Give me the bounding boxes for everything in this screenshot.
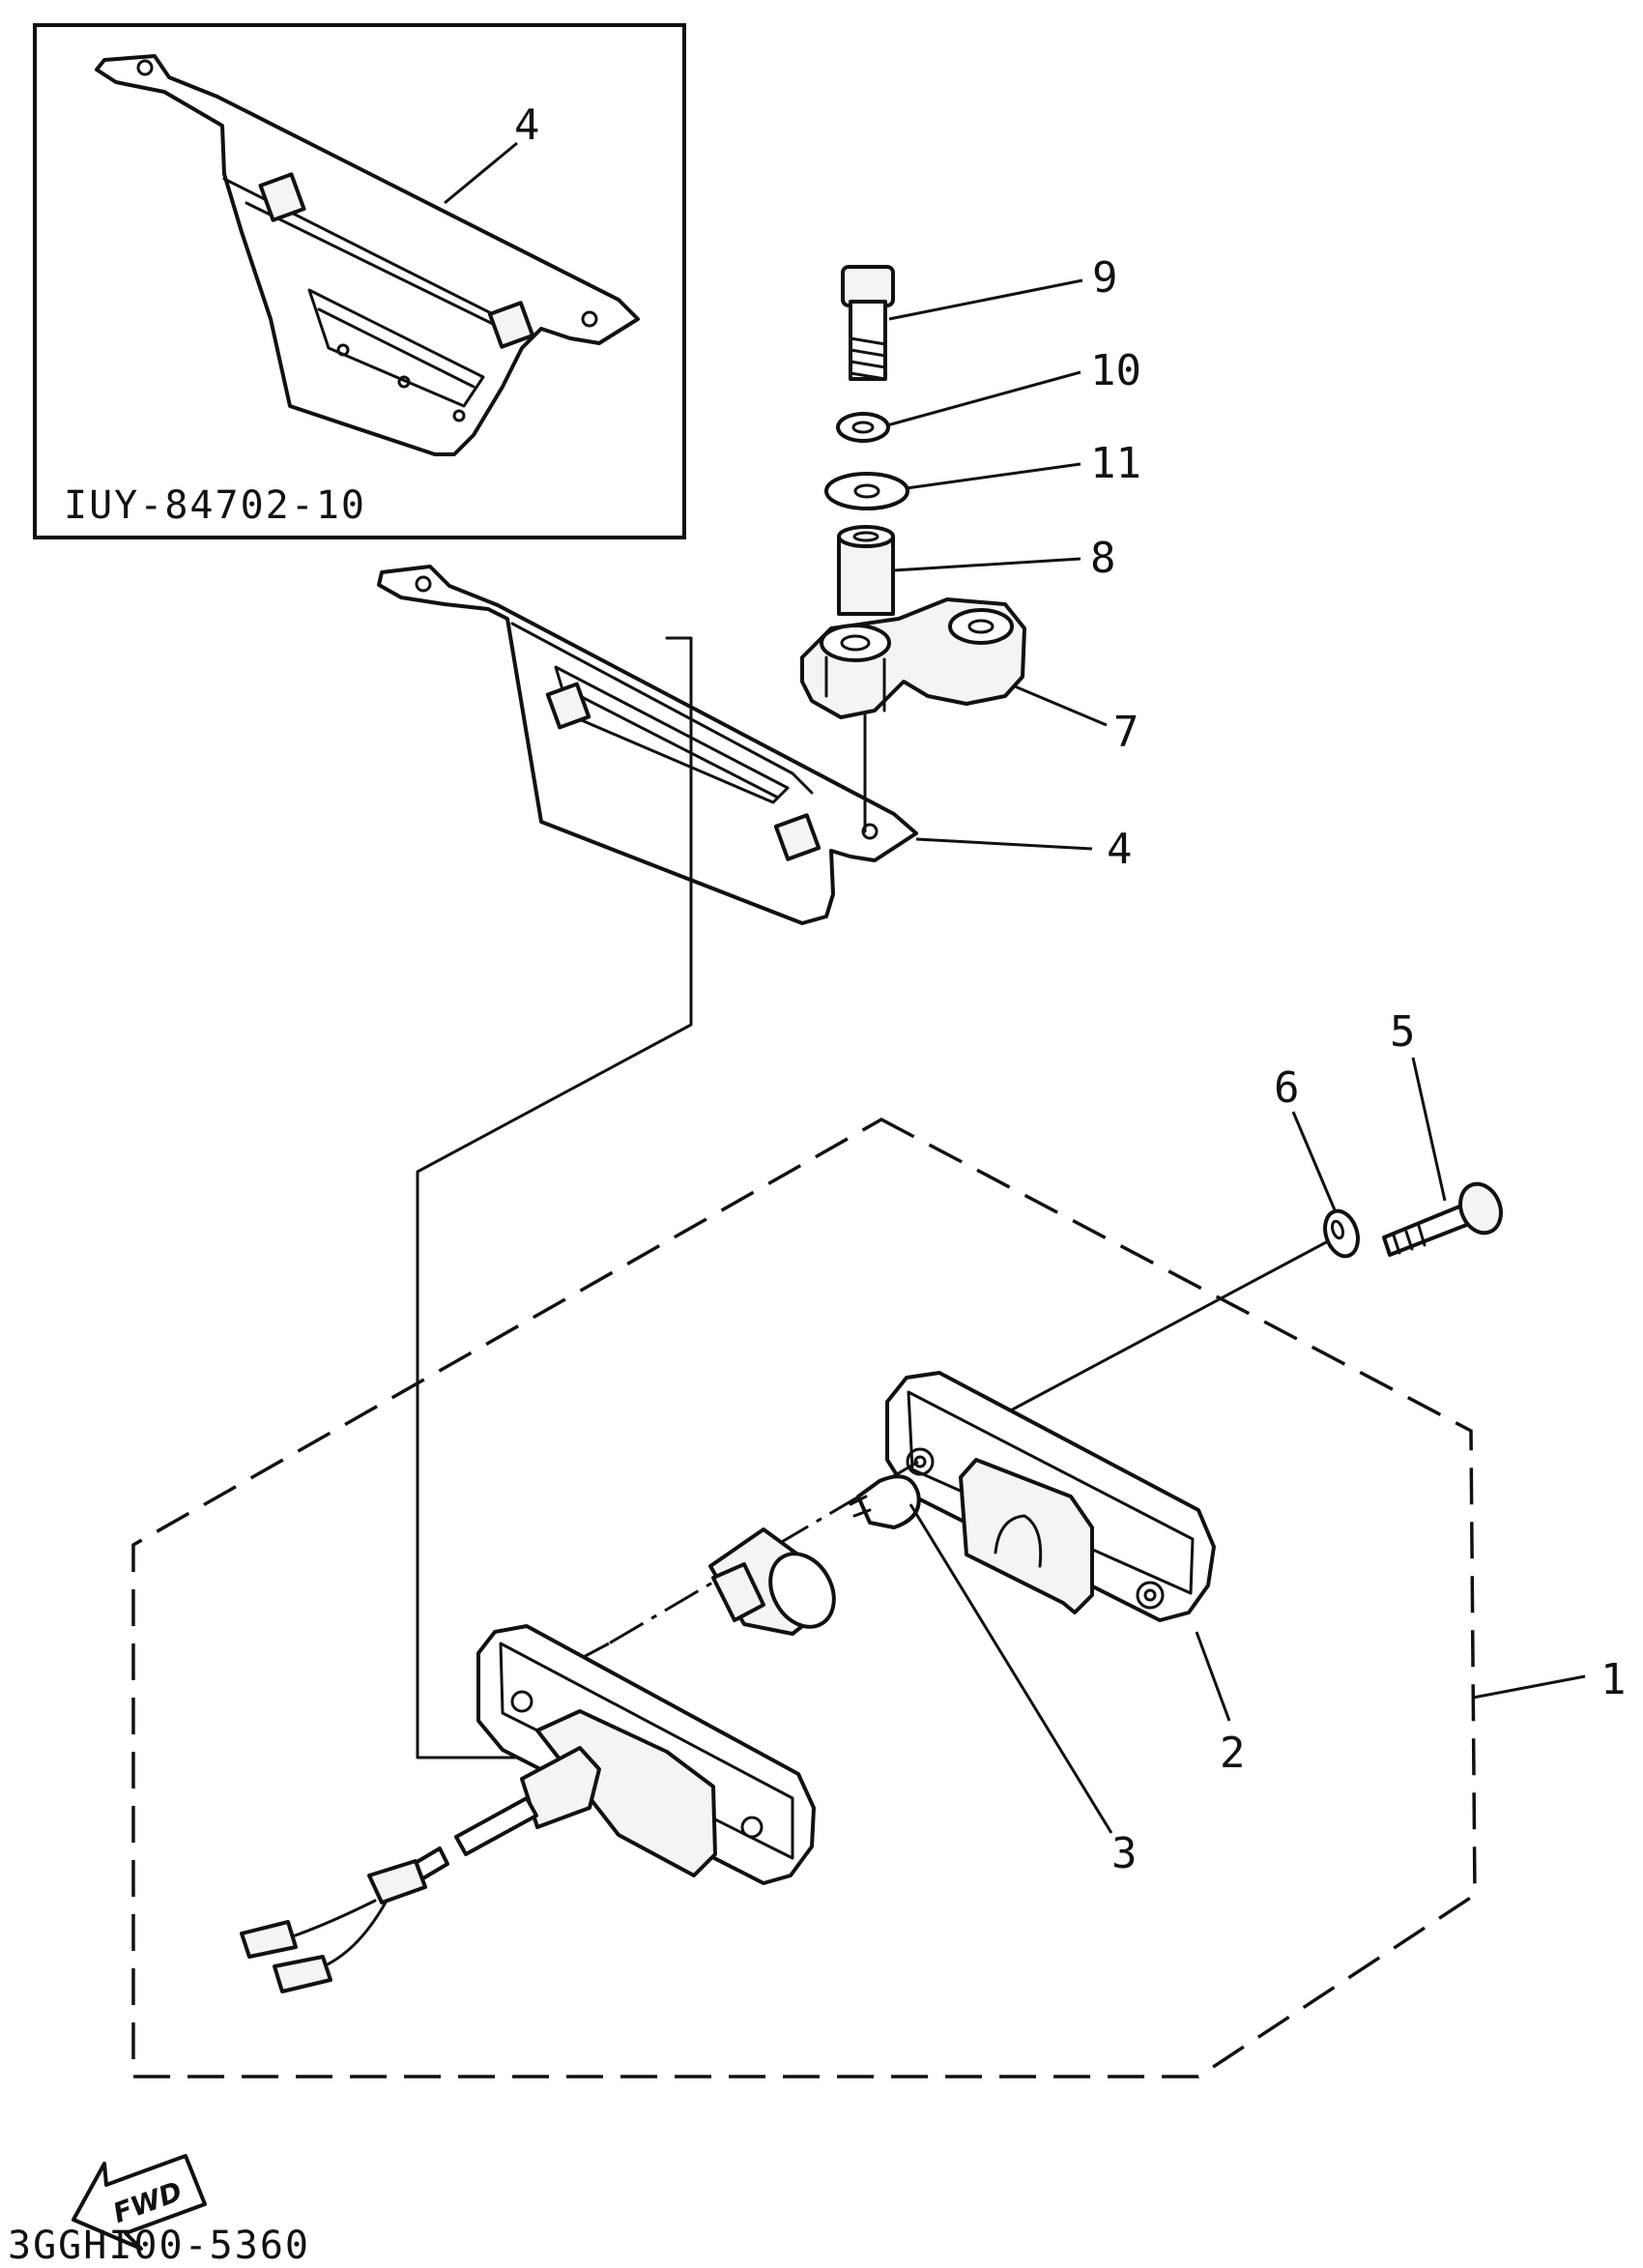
callout-1: 1	[1600, 1655, 1627, 1704]
drawing-number: 3GGHI00-5360	[8, 2224, 310, 2268]
leader-11	[906, 462, 1081, 490]
inset-bracket-drawing	[95, 54, 640, 456]
assembly-line-bracket-to-lamp	[416, 636, 693, 1759]
flat-washer-11	[824, 472, 909, 510]
callout-2: 2	[1220, 1729, 1246, 1778]
leader-4-main	[915, 837, 1093, 851]
leader-8	[893, 557, 1081, 572]
lamp-housing	[476, 1624, 816, 1885]
callout-3: 3	[1111, 1829, 1138, 1878]
leader-3	[908, 1503, 1113, 1834]
arm-7	[800, 597, 1026, 719]
leader-9	[888, 278, 1083, 321]
bulb-socket	[708, 1527, 836, 1636]
lock-washer-10	[836, 412, 890, 443]
bulb-3	[849, 1474, 921, 1529]
callout-5: 5	[1390, 1007, 1416, 1057]
leader-6	[1291, 1111, 1338, 1213]
callout-10: 10	[1090, 346, 1141, 395]
screw-5	[1382, 1181, 1503, 1257]
inset-border	[33, 23, 686, 539]
washer-6	[1323, 1208, 1360, 1259]
leader-1	[1472, 1674, 1586, 1700]
callout-6: 6	[1274, 1063, 1300, 1113]
callout-11: 11	[1090, 439, 1141, 488]
lens-2	[885, 1371, 1216, 1622]
leader-2	[1195, 1631, 1231, 1722]
wiring-harness	[240, 1746, 601, 1993]
callout-8: 8	[1090, 534, 1116, 583]
callout-7: 7	[1113, 708, 1139, 757]
leader-5	[1411, 1057, 1447, 1202]
inset-part-number: IUY-84702-10	[64, 483, 366, 528]
main-bracket-drawing	[377, 565, 918, 925]
callout-4-inset: 4	[514, 101, 540, 150]
callout-9: 9	[1092, 253, 1118, 303]
collar-8	[837, 525, 895, 616]
inset-panel: 4 IUY-84702-10	[33, 23, 686, 539]
assembly-line-screw	[1003, 1239, 1330, 1415]
leader-10	[886, 370, 1081, 427]
callout-4-main: 4	[1107, 825, 1133, 874]
leader-7	[1014, 684, 1108, 727]
bolt-9	[841, 265, 895, 381]
fwd-direction-arrow: FWD	[72, 2154, 207, 2251]
inset-leader-4	[444, 141, 518, 205]
assembly-boundary-1	[131, 1118, 1477, 2079]
